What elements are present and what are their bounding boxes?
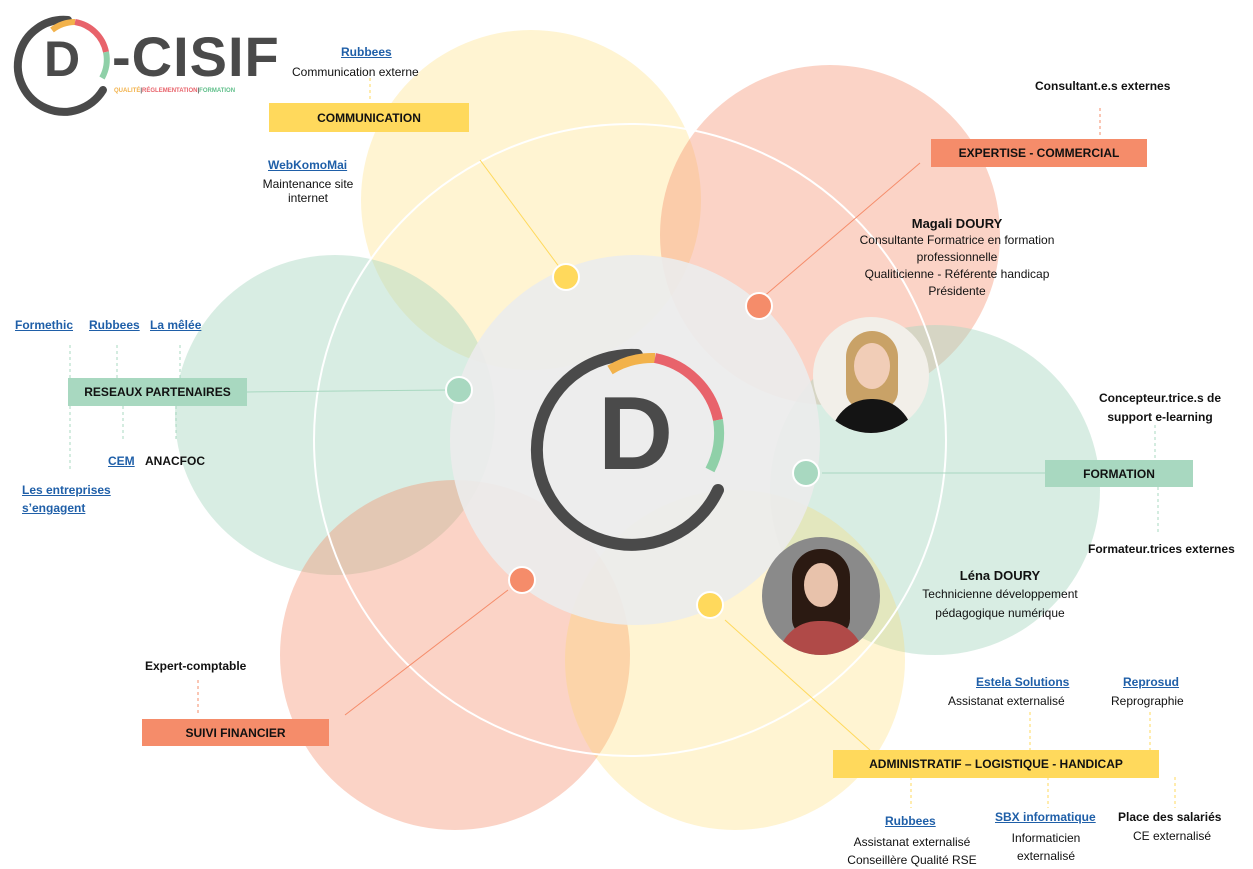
partner-estela-role: Assistanat externalisé	[948, 694, 1065, 708]
box-communication: COMMUNICATION	[269, 103, 469, 132]
partner-rubbees-reseaux[interactable]: Rubbees	[89, 318, 140, 332]
partner-place-role: CE externalisé	[1133, 829, 1212, 843]
partner-la-melee[interactable]: La mêlée	[150, 318, 202, 332]
photo-magali-avatar	[813, 317, 929, 433]
partner-place-des-salaries: Place des salariés	[1118, 810, 1222, 824]
center-logo-icon	[530, 348, 725, 551]
partner-estela-solutions[interactable]: Estela Solutions	[976, 675, 1070, 689]
formation-trainers: Formateur.trices externes	[1088, 542, 1235, 556]
dot-communication	[552, 263, 580, 291]
logo-tagline: QUALITÉ|RÉGLEMENTATION|FORMATION	[114, 88, 236, 94]
partner-reprosud-role: Reprographie	[1111, 694, 1184, 708]
box-formation: FORMATION	[1045, 460, 1193, 487]
box-reseaux: RESEAUX PARTENAIRES	[68, 378, 247, 406]
center-letter: D	[598, 376, 674, 492]
photo-lena-avatar	[762, 537, 880, 655]
dot-expertise	[745, 292, 773, 320]
logo-icon	[13, 15, 110, 116]
person-lena: Léna DOURY Technicienne développement pé…	[922, 568, 1078, 620]
logo-name: -CISIF	[112, 25, 280, 88]
partner-reprosud[interactable]: Reprosud	[1123, 675, 1180, 689]
dot-formation	[792, 459, 820, 487]
box-expertise: EXPERTISE - COMMERCIAL	[931, 139, 1147, 167]
partner-rubbees-communication[interactable]: Rubbees	[341, 45, 392, 59]
box-suivi-financier: SUIVI FINANCIER	[142, 719, 329, 746]
person-magali: Magali DOURY Consultante Formatrice en f…	[859, 216, 1055, 298]
partner-formethic[interactable]: Formethic	[15, 318, 74, 332]
logo-letter: D	[44, 31, 81, 87]
dot-reseaux	[445, 376, 473, 404]
center-circle	[450, 255, 820, 625]
partner-rubbees-communication-role: Communication externe	[292, 65, 419, 79]
partner-cem[interactable]: CEM	[108, 454, 135, 468]
partner-expert-comptable: Expert-comptable	[145, 659, 247, 673]
dot-suivi	[508, 566, 536, 594]
expertise-external: Consultant.e.s externes	[1035, 79, 1171, 93]
partner-webkomomai[interactable]: WebKomoMai	[268, 158, 348, 172]
petal-reseaux	[175, 255, 495, 575]
partner-rubbees-admin[interactable]: Rubbees	[885, 814, 936, 828]
outer-ring	[313, 123, 947, 757]
partner-anacfoc: ANACFOC	[145, 454, 205, 468]
box-administratif: ADMINISTRATIF – LOGISTIQUE - HANDICAP	[833, 750, 1159, 778]
dot-admin	[696, 591, 724, 619]
partner-sbx-informatique[interactable]: SBX informatique	[995, 810, 1096, 824]
